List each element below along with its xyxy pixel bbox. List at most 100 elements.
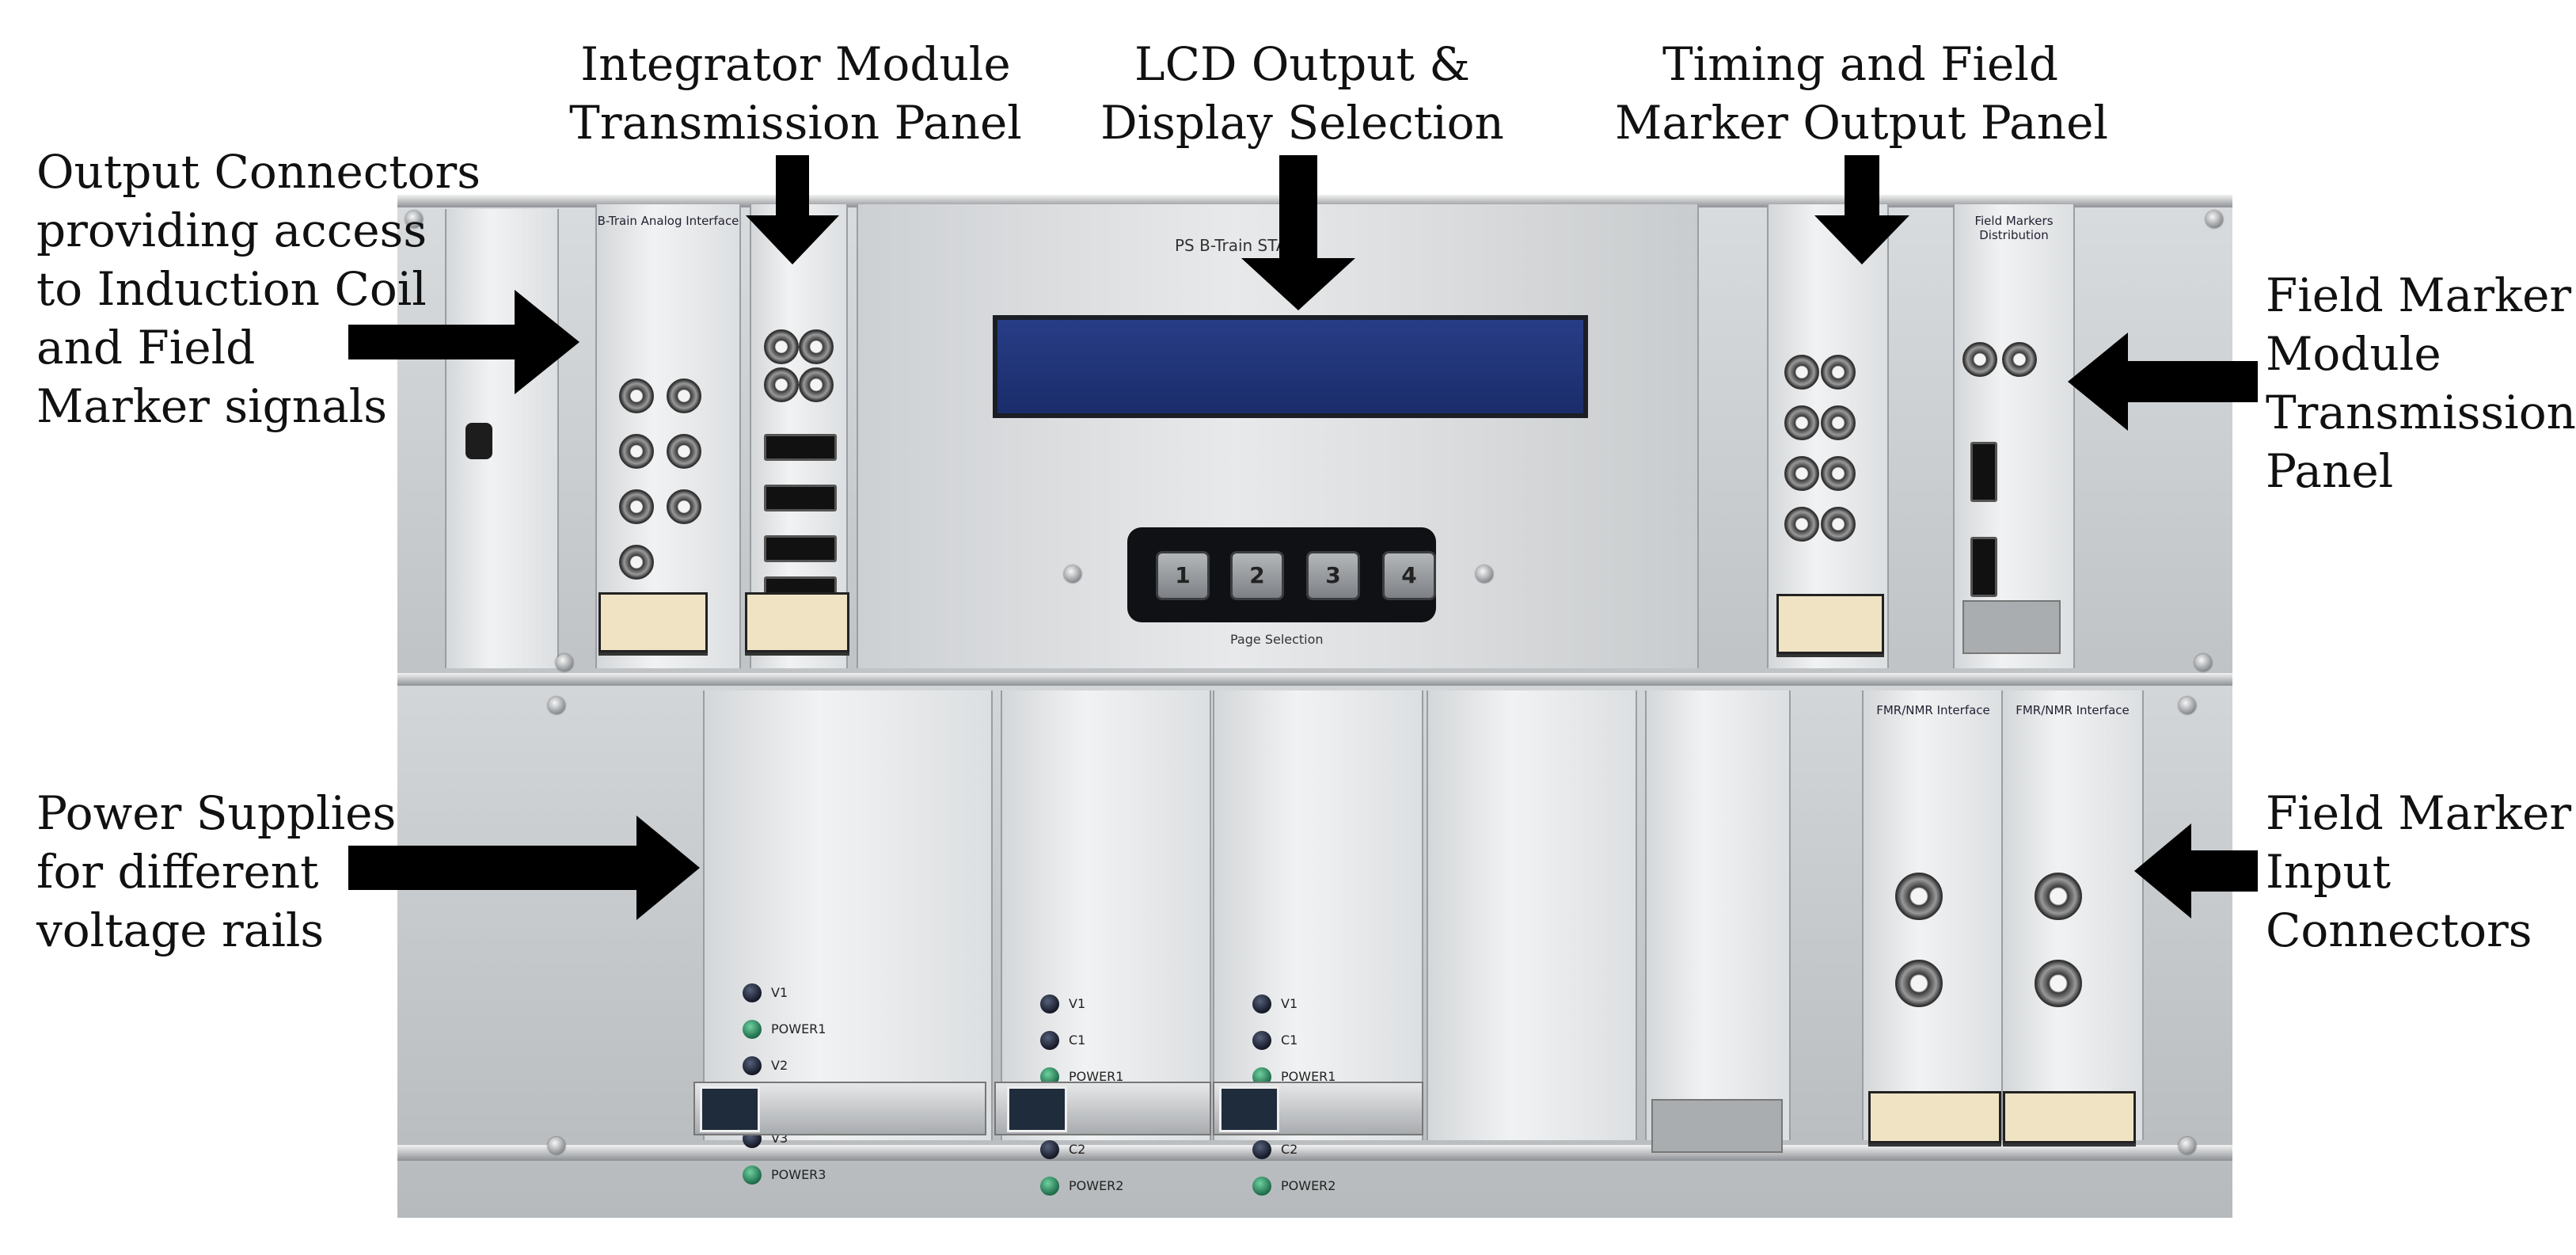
bnc-connector[interactable] (619, 489, 654, 524)
led-label: POWER2 (1069, 1178, 1124, 1193)
psu-module-3: V1C1POWER1V2C2POWER2 (1213, 690, 1423, 1196)
caption-lcd-output: LCD Output & Display Selection (1100, 35, 1504, 152)
analog-interface-title: B-Train Analog Interface (597, 214, 739, 228)
field-markers-distribution-title: Field Markers Distribution (1974, 214, 2054, 242)
status-led-icon (1040, 1140, 1059, 1159)
led-label: C1 (1281, 1033, 1298, 1048)
page-key-4[interactable]: 4 (1382, 551, 1436, 600)
caption-line: Input (2266, 845, 2392, 899)
page-key-3[interactable]: 3 (1306, 551, 1360, 600)
timing-output-module (1767, 204, 1889, 668)
status-led-icon (1252, 1031, 1271, 1050)
psu-handle[interactable] (693, 1082, 986, 1135)
caption-line: voltage rails (36, 903, 325, 957)
bnc-connector[interactable] (1784, 405, 1819, 440)
rack-screw (556, 654, 573, 671)
status-led-icon (1040, 1177, 1059, 1196)
bnc-connector[interactable] (619, 434, 654, 469)
bnc-connector[interactable] (619, 545, 654, 580)
bnc-connector[interactable] (1821, 405, 1856, 440)
integrator-distribution-module (745, 204, 849, 668)
psu-handle[interactable] (994, 1082, 1211, 1135)
panel-screw (1064, 565, 1081, 583)
module-handle[interactable] (745, 592, 849, 652)
led-label: POWER1 (1281, 1069, 1336, 1084)
arrow-power-supplies-icon (348, 816, 700, 920)
status-led-icon (1252, 1140, 1271, 1159)
led-label: V1 (1281, 996, 1298, 1011)
page-key-2[interactable]: 2 (1230, 551, 1284, 600)
rack-screw (2194, 654, 2212, 671)
arrow-integrator-icon (746, 155, 839, 264)
led-label: V1 (771, 985, 788, 1000)
field-markers-distribution-module: Field Markers Distribution (1953, 204, 2075, 668)
caption-field-marker-module: Field Marker Module Transmission Panel (2266, 266, 2576, 500)
psu-module-1: V1POWER1V2POWER2V3POWER3 (693, 690, 993, 1185)
bnc-connector[interactable] (619, 378, 654, 413)
caption-timing-field-marker: Timing and Field Marker Output Panel (1615, 35, 2108, 152)
caption-line: Marker Output Panel (1615, 96, 2108, 150)
psu-module-2: V1C1POWER1V2C2POWER2 (994, 690, 1211, 1196)
caption-line: Module (2266, 327, 2441, 381)
bnc-connector[interactable] (1784, 507, 1819, 542)
fuse-holder (465, 423, 492, 459)
bnc-connector[interactable] (1784, 355, 1819, 390)
module-handle[interactable] (1651, 1099, 1783, 1153)
blank-panel (1645, 690, 1791, 1153)
caption-line: Integrator Module (580, 37, 1011, 91)
status-led-icon (1040, 994, 1059, 1014)
manufacturer-logo (1007, 1086, 1067, 1132)
bnc-connector[interactable] (2002, 342, 2037, 377)
bnc-connector[interactable] (764, 367, 799, 402)
bnc-connector[interactable] (1962, 342, 1997, 377)
led-label: POWER3 (771, 1167, 826, 1182)
bnc-connector[interactable] (1784, 456, 1819, 491)
led-label: V1 (1069, 996, 1086, 1011)
bnc-connector[interactable] (667, 378, 701, 413)
status-led-icon (1252, 1177, 1271, 1196)
caption-line: Panel (2266, 444, 2394, 498)
module-handle[interactable] (1962, 600, 2061, 654)
panel-screw (1476, 565, 1493, 583)
rf-fmr-in-connector[interactable] (1895, 873, 1943, 920)
fmr-out-connector[interactable] (2035, 960, 2082, 1007)
bnc-connector[interactable] (667, 489, 701, 524)
psu-handle[interactable] (1213, 1082, 1423, 1135)
fmr-out-connector[interactable] (1895, 960, 1943, 1007)
lvds-port[interactable] (1970, 537, 1997, 597)
hdmi-port[interactable] (764, 535, 837, 562)
caption-line: Power Supplies (36, 786, 397, 840)
bnc-connector[interactable] (1821, 507, 1856, 542)
lvds-port[interactable] (1970, 442, 1997, 502)
bnc-connector[interactable] (799, 329, 834, 364)
module-handle[interactable] (598, 592, 708, 652)
blank-panel-left (445, 209, 559, 668)
led-label: C2 (1281, 1142, 1298, 1157)
blank-panel (1427, 690, 1637, 1140)
bnc-connector[interactable] (1821, 456, 1856, 491)
caption-line: for different (36, 845, 319, 899)
caption-line: Marker signals (36, 379, 388, 433)
status-led-icon (743, 1020, 762, 1039)
hdmi-port[interactable] (764, 485, 837, 512)
rack-screw (2206, 211, 2223, 228)
bnc-connector[interactable] (799, 367, 834, 402)
bnc-connector[interactable] (667, 434, 701, 469)
status-led-icon (1040, 1031, 1059, 1050)
caption-line: LCD Output & (1134, 37, 1470, 91)
page-selection-label: Page Selection (1230, 632, 1324, 647)
caption-field-marker-input: Field Marker Input Connectors (2266, 784, 2571, 960)
module-handle[interactable] (1868, 1091, 2001, 1143)
caption-line: Timing and Field (1662, 37, 2058, 91)
manufacturer-logo (700, 1086, 760, 1132)
page-key-1[interactable]: 1 (1156, 551, 1210, 600)
fmr-nmr-interface-1: FMR/NMR Interface (1862, 690, 2004, 1143)
hdmi-port[interactable] (764, 434, 837, 461)
module-handle[interactable] (2003, 1091, 2136, 1143)
fmr-nmr-interface-title: FMR/NMR Interface (2016, 703, 2130, 717)
bnc-connector[interactable] (1821, 355, 1856, 390)
module-handle[interactable] (1776, 594, 1884, 654)
rf-fmr-in-connector[interactable] (2035, 873, 2082, 920)
lcd-display (993, 315, 1588, 418)
bnc-connector[interactable] (764, 329, 799, 364)
